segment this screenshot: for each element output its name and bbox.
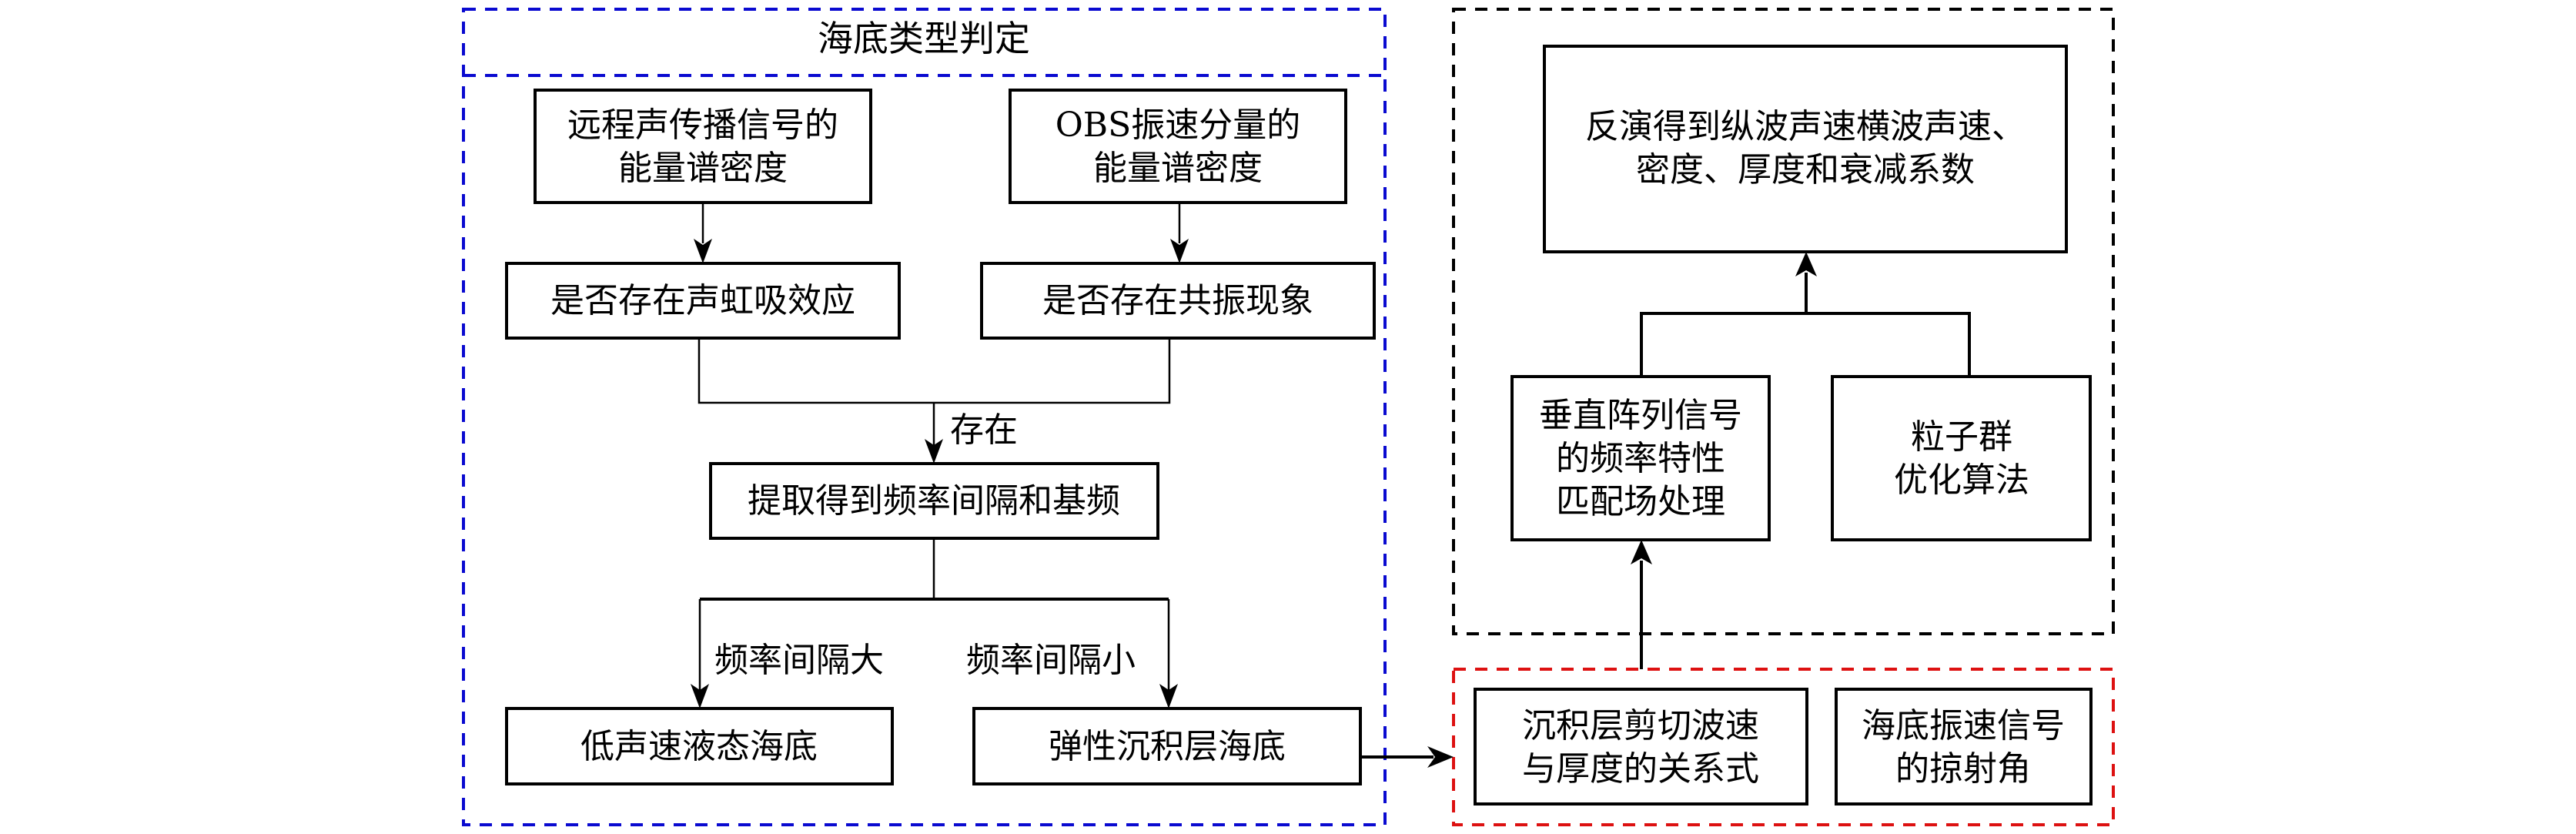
inputs-group-frame <box>1452 668 2115 826</box>
edge-label-small-interval: 频率间隔小 <box>966 641 1136 680</box>
arrowhead-down <box>1159 684 1178 708</box>
arrowhead-down <box>691 684 709 708</box>
node-label-line: 海底振速信号 <box>1862 706 2065 745</box>
node-label-line: 能量谱密度 <box>1093 149 1263 188</box>
seabed-connectors: 存在 频率间隔大 频率间隔小 <box>691 203 1189 708</box>
arrowhead-up <box>1631 540 1652 564</box>
arrowhead-down <box>925 439 943 464</box>
node-label-line: 反演得到纵波声速横波声速、 <box>1585 107 2026 146</box>
node-label-line: 低声速液态海底 <box>580 727 818 766</box>
node-rainbow-check[interactable]: 是否存在声虹吸效应 <box>505 262 901 340</box>
seabed-type-group: 海底类型判定 <box>462 8 1387 826</box>
node-label-line: 提取得到频率间隔和基频 <box>748 481 1120 521</box>
edge-checks-merge <box>698 338 1171 404</box>
inversion-connectors <box>1360 252 1971 768</box>
node-label-line: 是否存在声虹吸效应 <box>550 281 855 320</box>
node-label-line: 密度、厚度和衰减系数 <box>1636 150 1975 189</box>
node-label-line: 远程声传播信号的 <box>567 106 838 145</box>
seabed-type-title: 海底类型判定 <box>818 18 1030 59</box>
inversion-group-frame <box>1452 8 2115 635</box>
node-label-line: 是否存在共振现象 <box>1042 281 1313 320</box>
edge-vla-pso-merge <box>1640 312 1971 377</box>
node-label-line: OBS振速分量的 <box>1055 106 1301 145</box>
arrowhead-up <box>1795 252 1817 276</box>
edge-label-large-interval: 频率间隔大 <box>714 641 884 680</box>
node-label-line: 弹性沉积层海底 <box>1049 727 1286 766</box>
node-label-line: 的掠射角 <box>1895 749 2031 789</box>
node-inversion-result[interactable]: 反演得到纵波声速横波声速、密度、厚度和衰减系数 <box>1543 45 2068 253</box>
seabed-type-frame <box>462 8 1387 826</box>
edge-label-exists: 存在 <box>950 410 1018 450</box>
node-label-line: 粒子群 <box>1911 417 2012 457</box>
node-label-line: 与厚度的关系式 <box>1522 749 1759 789</box>
node-resonance-check[interactable]: 是否存在共振现象 <box>980 262 1376 340</box>
node-elastic-seabed[interactable]: 弹性沉积层海底 <box>972 707 1362 785</box>
node-label-line: 匹配场处理 <box>1556 482 1725 521</box>
node-label-line: 优化算法 <box>1894 461 2029 500</box>
arrowhead-down <box>1170 239 1189 263</box>
node-liquid-seabed[interactable]: 低声速液态海底 <box>505 707 894 785</box>
node-label-line: 沉积层剪切波速 <box>1522 706 1759 745</box>
arrowhead-right <box>1427 746 1454 768</box>
arrowhead-down <box>694 239 712 263</box>
node-label-line: 垂直阵列信号 <box>1539 396 1742 435</box>
node-extract-freq[interactable]: 提取得到频率间隔和基频 <box>709 462 1159 540</box>
node-label-line: 能量谱密度 <box>618 149 788 188</box>
node-label-line: 的频率特性 <box>1556 439 1725 478</box>
